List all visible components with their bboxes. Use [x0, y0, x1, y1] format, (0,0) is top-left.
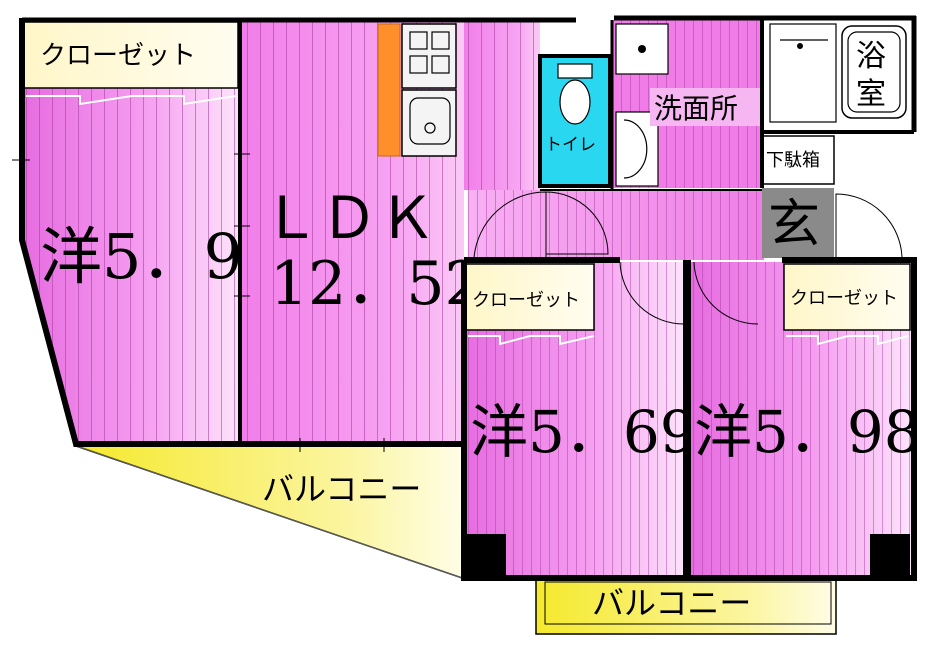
bath-floor: [769, 23, 837, 123]
closet-left-label: クローゼット: [40, 41, 196, 71]
sink-drain-icon: [424, 122, 436, 134]
closet-left: [23, 21, 239, 89]
closet-center-label: クローゼット: [472, 290, 580, 311]
closet-center: [465, 263, 595, 331]
room-western-right-label: 洋5．98: [694, 398, 921, 466]
room-western-left: クローゼット 洋5．9: [22, 20, 243, 444]
room-bath-label-line2: 室: [856, 77, 886, 112]
room-western-left-label: 洋5．9: [40, 220, 243, 293]
balcony-upper: バルコニー: [75, 445, 463, 580]
shoe-box-label: 下駄箱: [766, 150, 820, 171]
kitchen-counter: [377, 23, 401, 157]
room-ldk-label-line1: ＬＤＫ: [262, 184, 436, 252]
shoe-box: 下駄箱: [761, 135, 835, 185]
room-ldk-label-line2: 12．52: [270, 249, 483, 319]
room-bath: 浴 室: [766, 20, 912, 130]
shower-icon: [797, 43, 803, 49]
room-toilet-label: トイレ: [545, 135, 596, 155]
room-ldk: ＬＤＫ 12．52: [242, 20, 540, 444]
bathtub-icon: [841, 25, 907, 119]
closet-right-label: クローゼット: [790, 288, 898, 309]
closet-right: [783, 263, 911, 331]
window-marks: [12, 153, 385, 452]
entrance-label: 玄: [768, 195, 820, 255]
room-western-center: クローゼット 洋5．69: [464, 261, 697, 578]
stove-burner-icon: [409, 31, 450, 74]
room-washroom: 洗面所: [612, 20, 762, 188]
balcony-upper-label: バルコニー: [262, 470, 421, 508]
toilet-bowl-icon: [559, 79, 591, 125]
balcony-lower: バルコニー: [535, 577, 837, 635]
hallway: [468, 190, 764, 260]
room-western-right: クローゼット 洋5．98: [690, 261, 921, 578]
entrance: 玄: [762, 188, 903, 259]
room-washroom-label: 洗面所: [654, 92, 738, 125]
walls: [19, 15, 917, 581]
room-western-center-label: 洋5．69: [470, 398, 697, 466]
room-toilet: トイレ: [538, 54, 612, 188]
room-bath-label-line1: 浴: [856, 39, 886, 74]
balcony-lower-label: バルコニー: [592, 584, 751, 622]
toilet-tank-icon: [557, 63, 593, 79]
